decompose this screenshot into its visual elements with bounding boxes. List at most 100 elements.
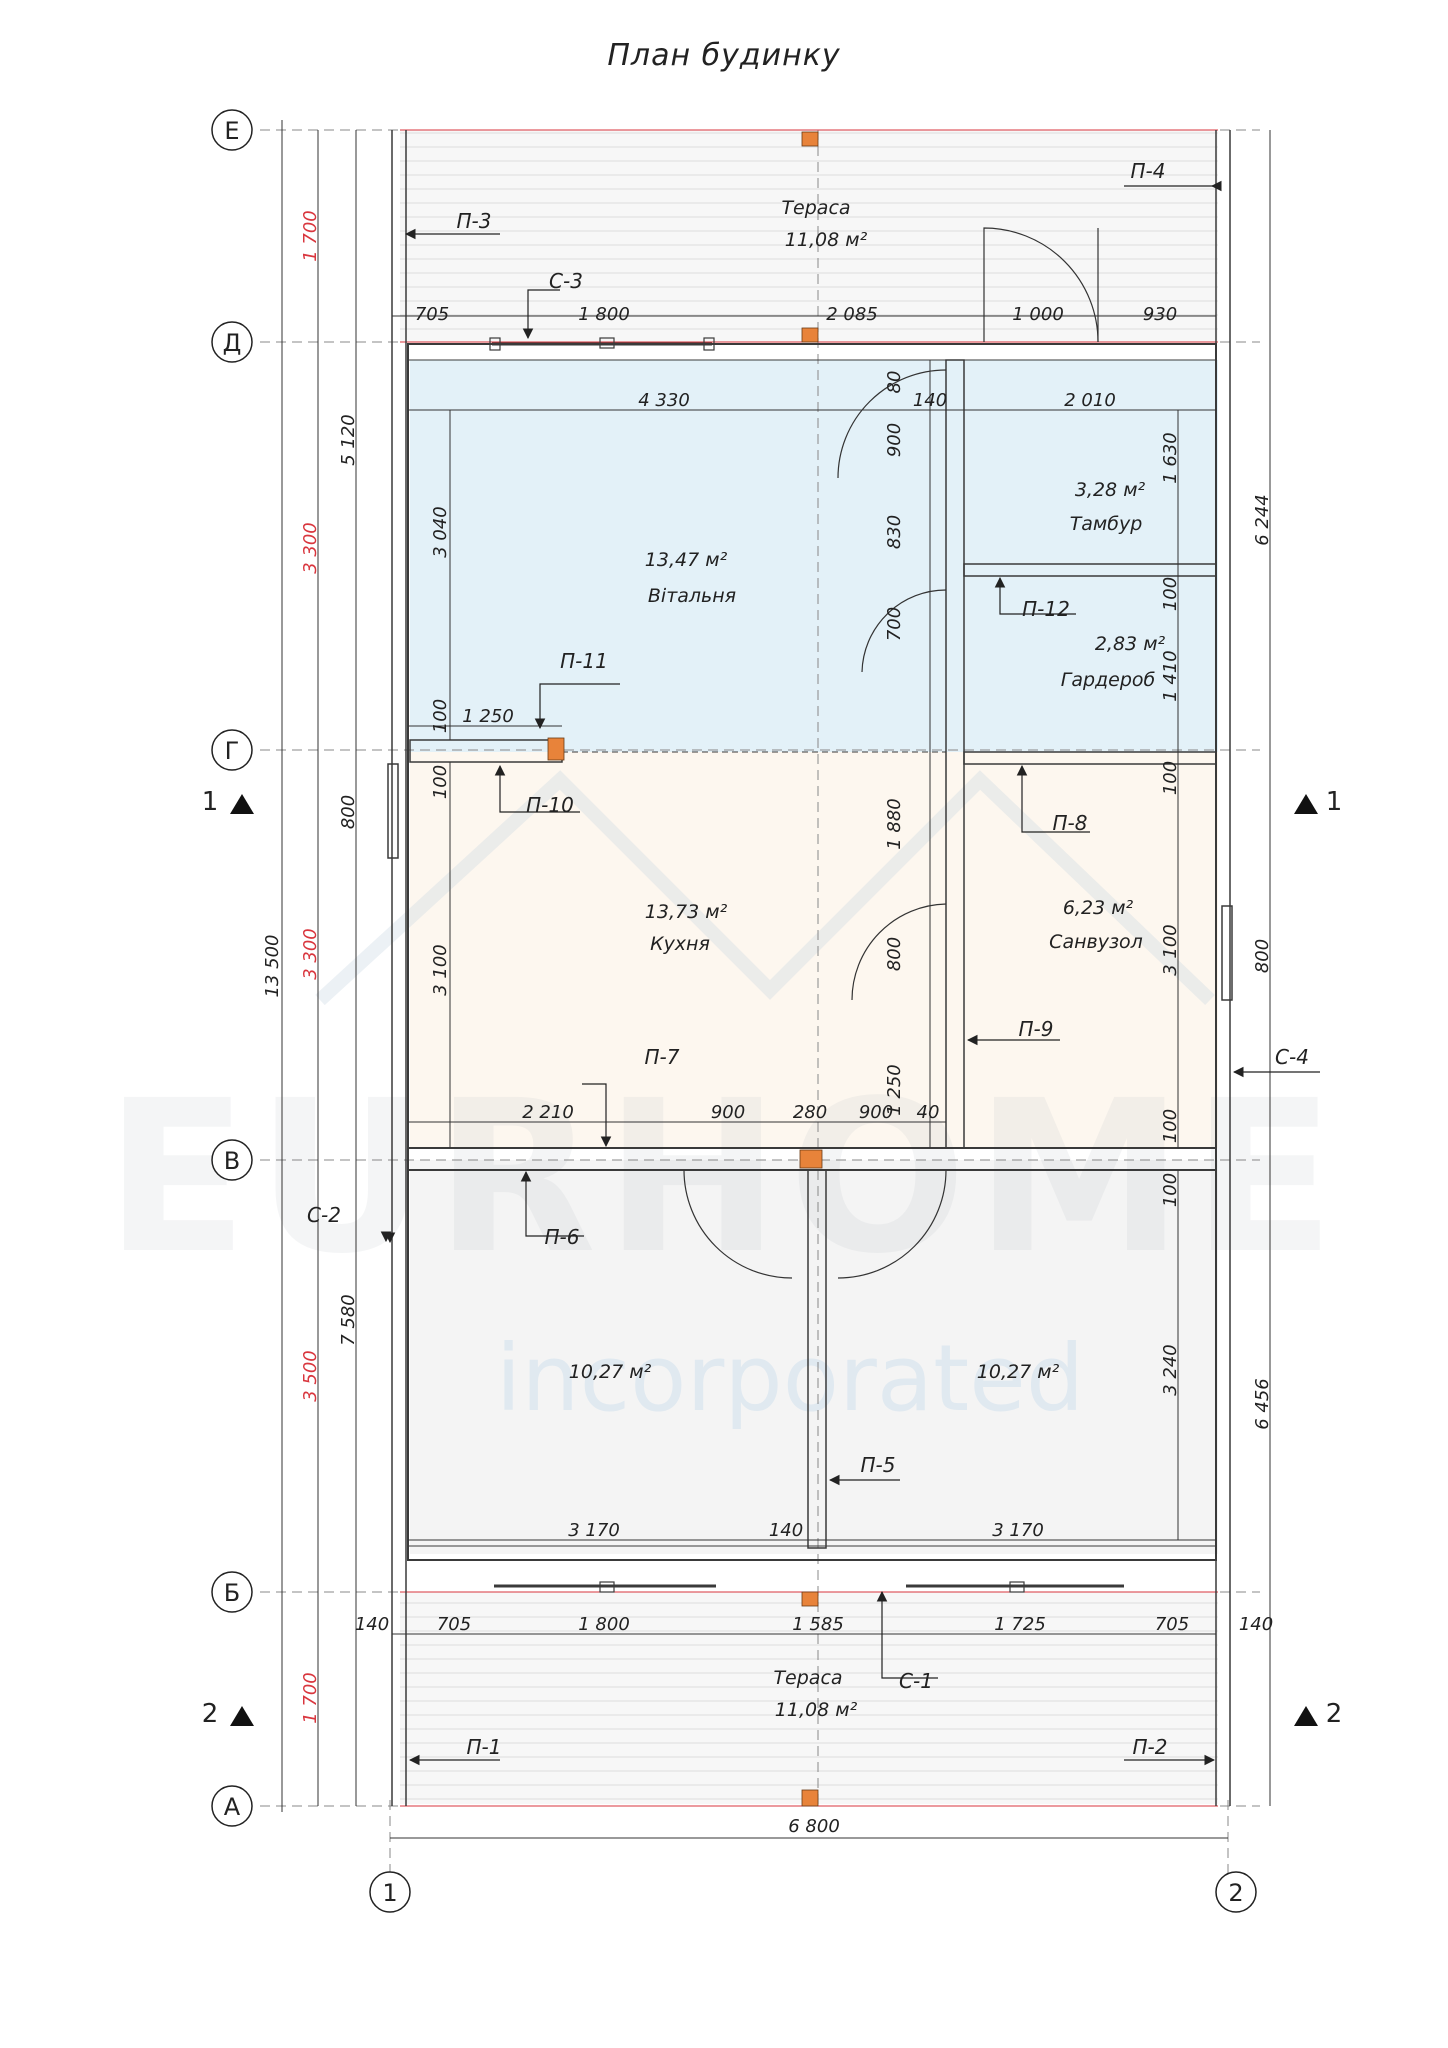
axis-bubble-1 bbox=[369, 1871, 411, 1913]
dim-wall-280: 280 bbox=[793, 1102, 827, 1123]
dim-bot-705a: 705 bbox=[437, 1614, 471, 1635]
dim-top-1000: 1 000 bbox=[1012, 304, 1064, 325]
living-fill bbox=[410, 360, 1218, 752]
dim-left-red-1: 1 700 bbox=[300, 210, 321, 262]
axis-label-b: Б bbox=[224, 1579, 240, 1607]
dim-right-800: 800 bbox=[1252, 939, 1273, 973]
vestibule-name: Тамбур bbox=[1070, 513, 1143, 535]
marker-p10: П-10 bbox=[526, 793, 574, 817]
marker-c1: С-1 bbox=[899, 1669, 933, 1693]
dim-living-height: 3 040 bbox=[430, 506, 451, 558]
bathroom-area: 6,23 м² bbox=[1063, 897, 1134, 919]
living-area: 13,47 м² bbox=[645, 549, 728, 571]
dimension-lines bbox=[281, 120, 1271, 1839]
axis-label-2: 2 bbox=[1228, 1879, 1243, 1907]
dim-bed-3170b: 3 170 bbox=[992, 1520, 1044, 1541]
page-title: План будинку bbox=[607, 38, 841, 73]
axis-bubble-g bbox=[211, 729, 253, 771]
dim-left-7580: 7 580 bbox=[338, 1294, 359, 1346]
dim-part-100a: 100 bbox=[430, 699, 451, 733]
dim-hall-700: 700 bbox=[884, 607, 905, 641]
watermark-brand: EURHOME bbox=[105, 1055, 1343, 1300]
axis-label-a: А bbox=[224, 1793, 241, 1821]
dim-top-2085: 2 085 bbox=[826, 304, 878, 325]
dim-kitchen-3100: 3 100 bbox=[430, 944, 451, 996]
doors bbox=[683, 227, 1099, 1279]
dim-wall-100: 100 bbox=[1160, 1109, 1181, 1143]
section-2-right-arrow bbox=[1294, 1706, 1318, 1726]
dim-vest-height: 1 630 bbox=[1160, 432, 1181, 484]
dim-left-red-2: 3 300 bbox=[300, 522, 321, 574]
dim-wall-40: 40 bbox=[917, 1102, 940, 1123]
bathroom-name: Санвузол bbox=[1049, 931, 1143, 953]
dim-hall-80: 80 bbox=[884, 371, 905, 394]
dim-bot-705b: 705 bbox=[1155, 1614, 1189, 1635]
marker-p7: П-7 bbox=[645, 1045, 680, 1069]
watermark-sub: incorporated bbox=[496, 1325, 1085, 1432]
section-1-left-label: 1 bbox=[202, 787, 219, 817]
axis-label-e: Е bbox=[224, 117, 239, 145]
dimension-texts: 1 700 3 300 3 300 3 500 1 700 5 120 800 … bbox=[262, 210, 1273, 1837]
wardrobe-name: Гардероб bbox=[1061, 669, 1156, 691]
dim-part-100b: 100 bbox=[430, 765, 451, 799]
dim-hall-900: 900 bbox=[884, 423, 905, 457]
marker-p11: П-11 bbox=[560, 649, 608, 673]
dim-wall-900b: 900 bbox=[859, 1102, 893, 1123]
dim-top-930: 930 bbox=[1143, 304, 1177, 325]
dim-bath-100: 100 bbox=[1160, 761, 1181, 795]
section-1-right-arrow bbox=[1294, 794, 1318, 814]
dim-bot-140a: 140 bbox=[355, 1614, 389, 1635]
marker-p5: П-5 bbox=[861, 1453, 896, 1477]
dim-bath-3100: 3 100 bbox=[1160, 924, 1181, 976]
bedroom-fill bbox=[410, 1160, 1218, 1554]
room-labels: Тераса 11,08 м² 13,47 м² Вітальня 3,28 м… bbox=[569, 197, 1166, 1721]
terrace-bottom-area: 11,08 м² bbox=[775, 1699, 858, 1721]
axis-labels: Е Д Г В Б А 1 2 bbox=[223, 117, 1244, 1907]
dim-bot-1725: 1 725 bbox=[994, 1614, 1046, 1635]
watermark: EURHOME incorporated bbox=[105, 770, 1343, 1432]
dim-ward-1410: 1 410 bbox=[1160, 650, 1181, 702]
bedroom-right-area: 10,27 м² bbox=[977, 1361, 1060, 1383]
dim-bed-3170a: 3 170 bbox=[568, 1520, 620, 1541]
axis-label-d: Д bbox=[223, 329, 242, 357]
marker-c4: С-4 bbox=[1275, 1045, 1309, 1069]
axis-bubble-2 bbox=[1215, 1871, 1257, 1913]
axis-bubble-a bbox=[211, 1785, 253, 1827]
living-name: Вітальня bbox=[648, 585, 736, 607]
dim-left-red-4: 3 500 bbox=[300, 1350, 321, 1402]
axis-bubble-b bbox=[211, 1571, 253, 1613]
marker-p9: П-9 bbox=[1019, 1017, 1054, 1041]
dim-wall-900a: 900 bbox=[711, 1102, 745, 1123]
terrace-bottom-boards bbox=[400, 1592, 1218, 1804]
marker-p2: П-2 bbox=[1133, 1735, 1168, 1759]
dim-bed-100: 100 bbox=[1160, 1173, 1181, 1207]
callout-labels: П-3 П-4 С-3 П-11 П-12 П-10 П-8 П-9 С-4 П… bbox=[307, 159, 1309, 1759]
marker-p12: П-12 bbox=[1022, 597, 1070, 621]
leaders bbox=[380, 180, 1320, 1766]
marker-c3: С-3 bbox=[549, 269, 583, 293]
marker-p6: П-6 bbox=[545, 1225, 580, 1249]
axis-bubble-v bbox=[211, 1139, 253, 1181]
dim-hall-830: 830 bbox=[884, 515, 905, 549]
dim-bed-140: 140 bbox=[769, 1520, 803, 1541]
marker-p1: П-1 bbox=[467, 1735, 502, 1759]
dim-ward-100: 100 bbox=[1160, 577, 1181, 611]
section-1-left-arrow bbox=[230, 794, 254, 814]
dim-part-1250: 1 250 bbox=[462, 706, 514, 727]
dim-bot-140b: 140 bbox=[1239, 1614, 1273, 1635]
kitchen-fill bbox=[410, 752, 1218, 1148]
dim-living-width: 4 330 bbox=[638, 390, 690, 411]
dim-right-6244: 6 244 bbox=[1252, 494, 1273, 546]
terrace-bottom-name: Тераса bbox=[773, 1667, 842, 1689]
terrace-top-area: 11,08 м² bbox=[785, 229, 868, 251]
dim-wall-2210: 2 210 bbox=[522, 1102, 574, 1123]
dim-kitchen-800: 800 bbox=[884, 937, 905, 971]
dim-bottom-total: 6 800 bbox=[788, 1816, 840, 1837]
vestibule-area: 3,28 м² bbox=[1075, 479, 1146, 501]
dim-bot-1585: 1 585 bbox=[792, 1614, 844, 1635]
marker-p3: П-3 bbox=[457, 209, 492, 233]
dim-vest-width: 2 010 bbox=[1064, 390, 1116, 411]
dim-left-800: 800 bbox=[338, 795, 359, 829]
section-2-left-arrow bbox=[230, 1706, 254, 1726]
